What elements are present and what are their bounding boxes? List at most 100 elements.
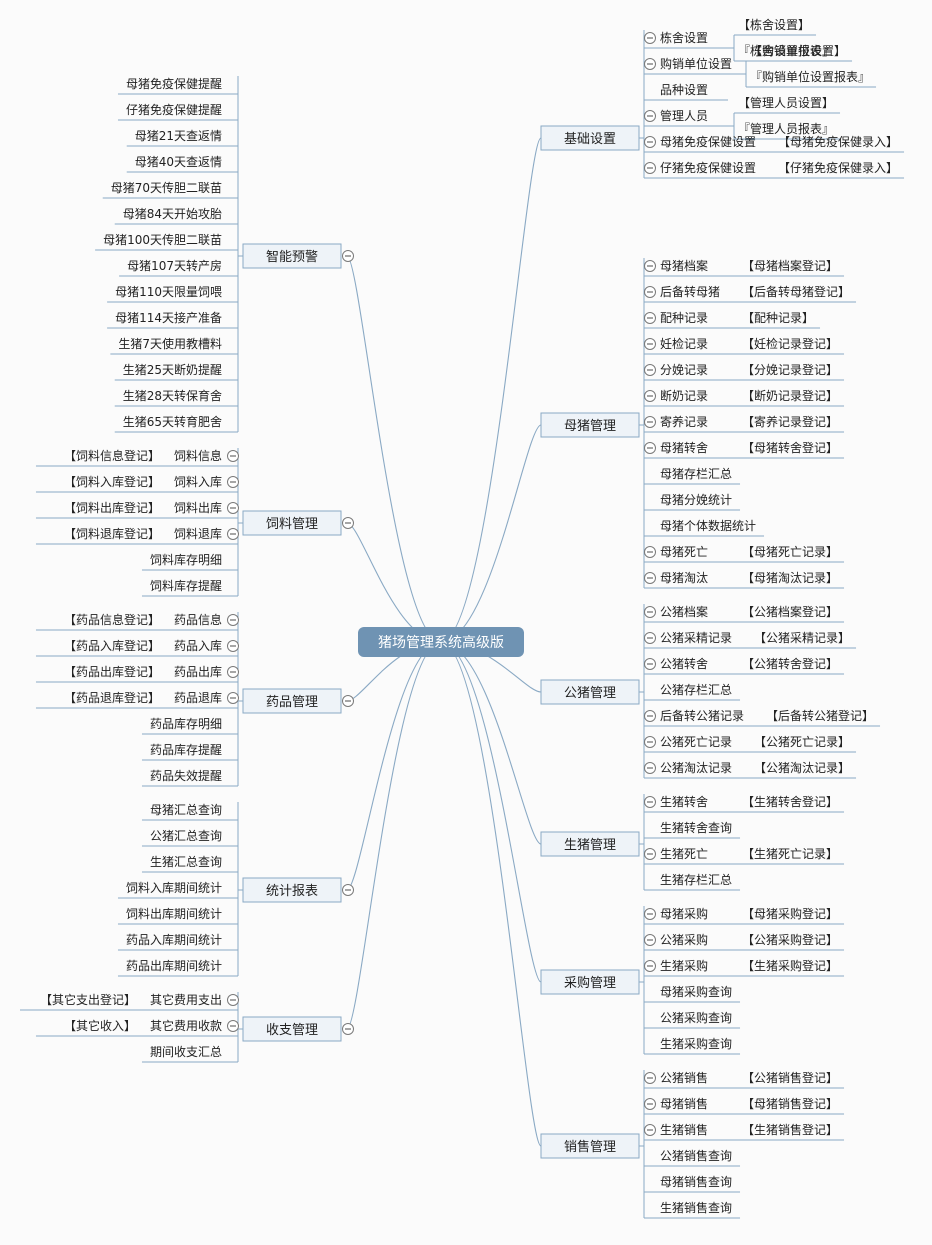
child-node[interactable]: 饲料出库【饲料出库登记】 bbox=[64, 500, 239, 515]
collapse-toggle-icon[interactable] bbox=[644, 162, 656, 174]
child-node[interactable]: 其它费用收款【其它收入】 bbox=[64, 1018, 239, 1033]
child-label[interactable]: 生猪销售查询 bbox=[660, 1200, 732, 1215]
child-label[interactable]: 母猪转舍 bbox=[660, 440, 708, 455]
sub-label[interactable]: 【购销单位设置】 bbox=[750, 43, 846, 58]
sub-label[interactable]: 【妊检记录登记】 bbox=[742, 336, 838, 351]
child-label[interactable]: 母猪汇总查询 bbox=[150, 803, 222, 817]
child-label[interactable]: 其它费用支出 bbox=[150, 992, 222, 1007]
sub-label[interactable]: 【母猪免疫保健录入】 bbox=[778, 134, 898, 149]
collapse-toggle-icon[interactable] bbox=[644, 58, 656, 70]
collapse-toggle-icon[interactable] bbox=[644, 390, 656, 402]
sub-label[interactable]: 【饲料退库登记】 bbox=[64, 526, 160, 541]
sub-label[interactable]: 【其它收入】 bbox=[64, 1018, 136, 1033]
branch-node[interactable]: 基础设置 bbox=[540, 125, 640, 151]
child-label[interactable]: 母猪存栏汇总 bbox=[660, 466, 732, 481]
child-label[interactable]: 公猪存栏汇总 bbox=[660, 682, 732, 697]
child-label[interactable]: 母猪档案 bbox=[660, 258, 708, 273]
child-node[interactable]: 饲料出库期间统计 bbox=[126, 906, 222, 921]
sub-label[interactable]: 【其它支出登记】 bbox=[40, 992, 136, 1007]
collapse-toggle-icon[interactable] bbox=[342, 517, 354, 529]
child-node[interactable]: 生猪销售【生猪销售登记】 bbox=[644, 1122, 839, 1137]
collapse-toggle-icon[interactable] bbox=[644, 286, 656, 298]
child-label[interactable]: 饲料信息 bbox=[174, 448, 222, 463]
child-label[interactable]: 母猪采购查询 bbox=[660, 984, 732, 999]
child-label[interactable]: 生猪7天使用教槽料 bbox=[118, 336, 222, 351]
child-label[interactable]: 饲料库存提醒 bbox=[150, 578, 222, 593]
child-node[interactable]: 公猪采购查询 bbox=[660, 1010, 732, 1025]
child-node[interactable]: 生猪7天使用教槽料 bbox=[118, 336, 222, 351]
child-label[interactable]: 公猪死亡记录 bbox=[660, 735, 732, 749]
child-label[interactable]: 管理人员 bbox=[660, 108, 708, 123]
sub-label[interactable]: 【公猪档案登记】 bbox=[742, 604, 838, 619]
child-label[interactable]: 公猪采精记录 bbox=[660, 631, 732, 645]
branch-node[interactable]: 智能预警 bbox=[242, 243, 354, 269]
child-node[interactable]: 母猪淘汰【母猪淘汰记录】 bbox=[644, 571, 839, 585]
branch-node[interactable]: 销售管理 bbox=[540, 1133, 640, 1159]
child-node[interactable]: 生猪销售查询 bbox=[660, 1200, 732, 1215]
sub-label[interactable]: 【公猪销售登记】 bbox=[742, 1070, 838, 1085]
collapse-toggle-icon[interactable] bbox=[227, 528, 239, 540]
child-node[interactable]: 管理人员【管理人员设置】『管理人员报表』 bbox=[644, 95, 835, 136]
child-node[interactable]: 饲料库存提醒 bbox=[150, 578, 222, 593]
child-label[interactable]: 母猪100天传胆二联苗 bbox=[103, 232, 222, 247]
collapse-toggle-icon[interactable] bbox=[644, 848, 656, 860]
child-node[interactable]: 公猪存栏汇总 bbox=[660, 682, 732, 697]
child-label[interactable]: 生猪转舍查询 bbox=[660, 820, 732, 835]
sub-label[interactable]: 『栋舍设置报表』 bbox=[738, 43, 834, 58]
collapse-toggle-icon[interactable] bbox=[644, 796, 656, 808]
child-label[interactable]: 后备转母猪 bbox=[660, 284, 720, 299]
child-label[interactable]: 母猪分娩统计 bbox=[660, 493, 732, 507]
child-label[interactable]: 饲料库存明细 bbox=[150, 552, 222, 567]
child-label[interactable]: 仔猪免疫保健设置 bbox=[660, 160, 756, 175]
collapse-toggle-icon[interactable] bbox=[644, 110, 656, 122]
sub-label[interactable]: 【仔猪免疫保健录入】 bbox=[778, 160, 898, 175]
child-label[interactable]: 生猪转舍 bbox=[660, 794, 708, 809]
child-node[interactable]: 母猪存栏汇总 bbox=[660, 466, 732, 481]
child-node[interactable]: 公猪销售查询 bbox=[660, 1148, 732, 1163]
child-label[interactable]: 药品出库期间统计 bbox=[126, 958, 222, 973]
child-label[interactable]: 药品入库 bbox=[174, 638, 222, 653]
child-label[interactable]: 母猪销售 bbox=[660, 1096, 708, 1111]
child-node[interactable]: 药品库存提醒 bbox=[150, 742, 222, 757]
child-label[interactable]: 饲料入库期间统计 bbox=[126, 880, 222, 895]
collapse-toggle-icon[interactable] bbox=[644, 260, 656, 272]
child-label[interactable]: 生猪采购查询 bbox=[660, 1036, 732, 1051]
child-label[interactable]: 生猪销售 bbox=[660, 1122, 708, 1137]
sub-label[interactable]: 【母猪死亡记录】 bbox=[742, 545, 838, 559]
child-label[interactable]: 药品失效提醒 bbox=[150, 768, 222, 783]
collapse-toggle-icon[interactable] bbox=[644, 136, 656, 148]
sub-label[interactable]: 【后备转公猪登记】 bbox=[766, 708, 874, 723]
sub-label[interactable]: 【饲料信息登记】 bbox=[64, 448, 160, 463]
child-label[interactable]: 生猪死亡 bbox=[660, 847, 708, 861]
sub-label[interactable]: 【公猪淘汰记录】 bbox=[754, 761, 850, 775]
child-label[interactable]: 母猪免疫保健设置 bbox=[660, 134, 756, 149]
child-label[interactable]: 其它费用收款 bbox=[150, 1018, 222, 1033]
child-node[interactable]: 母猪40天查返情 bbox=[135, 155, 222, 169]
child-node[interactable]: 生猪转舍查询 bbox=[660, 820, 732, 835]
collapse-toggle-icon[interactable] bbox=[644, 658, 656, 670]
collapse-toggle-icon[interactable] bbox=[227, 994, 239, 1006]
sub-label[interactable]: 【栋舍设置】 bbox=[738, 17, 810, 32]
child-label[interactable]: 母猪21天查返情 bbox=[135, 129, 222, 143]
child-node[interactable]: 公猪采精记录【公猪采精记录】 bbox=[644, 631, 851, 645]
child-node[interactable]: 母猪采购查询 bbox=[660, 984, 732, 999]
child-node[interactable]: 母猪110天限量饲喂 bbox=[115, 285, 222, 299]
child-node[interactable]: 母猪档案【母猪档案登记】 bbox=[644, 258, 839, 273]
child-node[interactable]: 药品失效提醒 bbox=[150, 768, 222, 783]
child-node[interactable]: 公猪死亡记录【公猪死亡记录】 bbox=[644, 735, 851, 749]
child-label[interactable]: 公猪采购查询 bbox=[660, 1010, 732, 1025]
child-label[interactable]: 生猪25天断奶提醒 bbox=[123, 362, 222, 377]
child-label[interactable]: 公猪淘汰记录 bbox=[660, 761, 732, 775]
collapse-toggle-icon[interactable] bbox=[644, 710, 656, 722]
child-node[interactable]: 母猪汇总查询 bbox=[150, 803, 222, 817]
collapse-toggle-icon[interactable] bbox=[644, 1124, 656, 1136]
sub-label[interactable]: 【母猪淘汰记录】 bbox=[742, 571, 838, 585]
branch-node[interactable]: 饲料管理 bbox=[242, 510, 354, 536]
child-label[interactable]: 妊检记录 bbox=[660, 336, 708, 351]
sub-label[interactable]: 【母猪销售登记】 bbox=[742, 1096, 838, 1111]
collapse-toggle-icon[interactable] bbox=[644, 312, 656, 324]
collapse-toggle-icon[interactable] bbox=[227, 640, 239, 652]
child-node[interactable]: 饲料库存明细 bbox=[150, 552, 222, 567]
branch-node[interactable]: 母猪管理 bbox=[540, 412, 640, 438]
child-node[interactable]: 配种记录【配种记录】 bbox=[644, 311, 815, 325]
